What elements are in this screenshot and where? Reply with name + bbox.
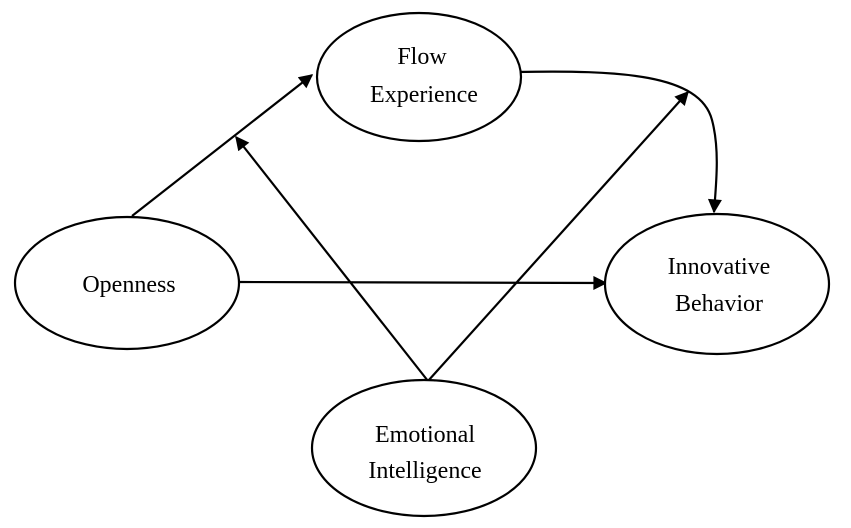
edge-emotional-moderates-flow-innovative: [427, 90, 689, 382]
node-openness: Openness: [13, 215, 241, 351]
emotional-intelligence-label-line2: Intelligence: [368, 458, 481, 484]
openness-label: Openness: [82, 272, 175, 298]
flow-experience-label-line1: Flow: [397, 44, 447, 70]
node-innovative-behavior: Innovative Behavior: [603, 212, 831, 356]
innovative-behavior-label-line2: Behavior: [675, 291, 763, 317]
node-emotional-intelligence: Emotional Intelligence: [310, 378, 538, 518]
flow-experience-label-line2: Experience: [370, 82, 478, 108]
node-flow-experience: Flow Experience: [315, 11, 523, 143]
emotional-intelligence-label-line1: Emotional: [375, 422, 475, 448]
edge-flow-to-innovative: [515, 70, 722, 214]
edge-openness-to-flow: [131, 74, 314, 217]
edge-openness-to-innovative: [239, 275, 608, 290]
innovative-behavior-label-line1: Innovative: [668, 254, 771, 280]
edge-emotional-moderates-openness-flow: [235, 135, 429, 382]
